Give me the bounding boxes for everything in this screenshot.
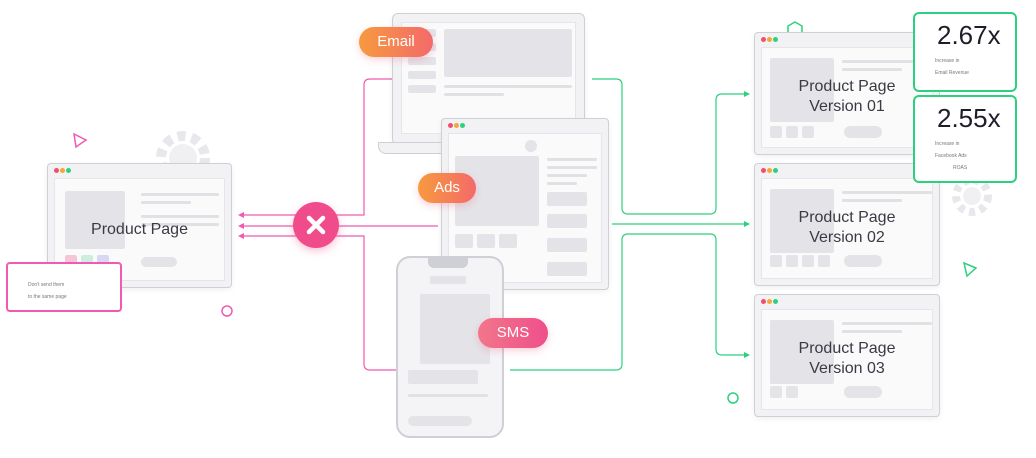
close-icon [306,215,326,235]
stat-line-1: Increase in [935,58,960,64]
triangle-icon [73,132,88,149]
stat-value: 2.55x [937,103,1001,133]
pink-arrow-3 [238,233,244,239]
stat-line-2: Email Revenue [935,70,969,76]
version-01-line1: Product Page [798,78,896,95]
email-channel-pill: Email [359,27,433,57]
note-line-2: to the same page [28,294,67,300]
stat-value: 2.67x [937,20,1001,50]
stat-line-1: Increase in [935,141,960,147]
pink-arrow-2 [238,223,244,229]
version-03-window: Product Page Version 03 [754,294,940,417]
circle-icon [727,392,739,404]
pink-line-sms [240,235,398,371]
green-arrow-3 [744,352,750,358]
sms-channel-pill: SMS [478,318,548,348]
stat-line-3: ROAS [953,165,968,171]
ads-channel-pill: Ads [418,173,476,203]
version-03-line1: Product Page [798,340,896,357]
version-03-line2: Version 03 [809,360,885,377]
version-01-line2: Version 01 [809,98,885,115]
stat-line-2: Facebook Ads [935,153,967,159]
note-callout: Don't send them to the same page [6,262,122,312]
version-02-line2: Version 02 [809,229,885,246]
green-arrow-1 [744,91,750,97]
pink-line-email [240,78,400,216]
triangle-icon [962,261,978,278]
circle-icon [221,305,233,317]
version-02-line1: Product Page [798,209,896,226]
pink-arrow-1 [238,212,244,218]
stat-card-email: 2.67x Increase in Email Revenue [913,12,1017,92]
gear-icon [952,176,992,216]
note-line-1: Don't send them [28,282,65,288]
product-page-title: Product Page [91,221,188,238]
version-01-window: Product Page Version 01 [754,32,940,155]
green-line-sms [510,233,748,371]
stat-card-ads: 2.55x Increase in Facebook Ads ROAS [913,95,1017,183]
version-02-window: Product Page Version 02 [754,163,940,286]
green-line-email [592,78,748,215]
green-arrow-2 [744,221,750,227]
blocked-icon [293,202,339,248]
product-page-window: Product Page [47,163,232,288]
